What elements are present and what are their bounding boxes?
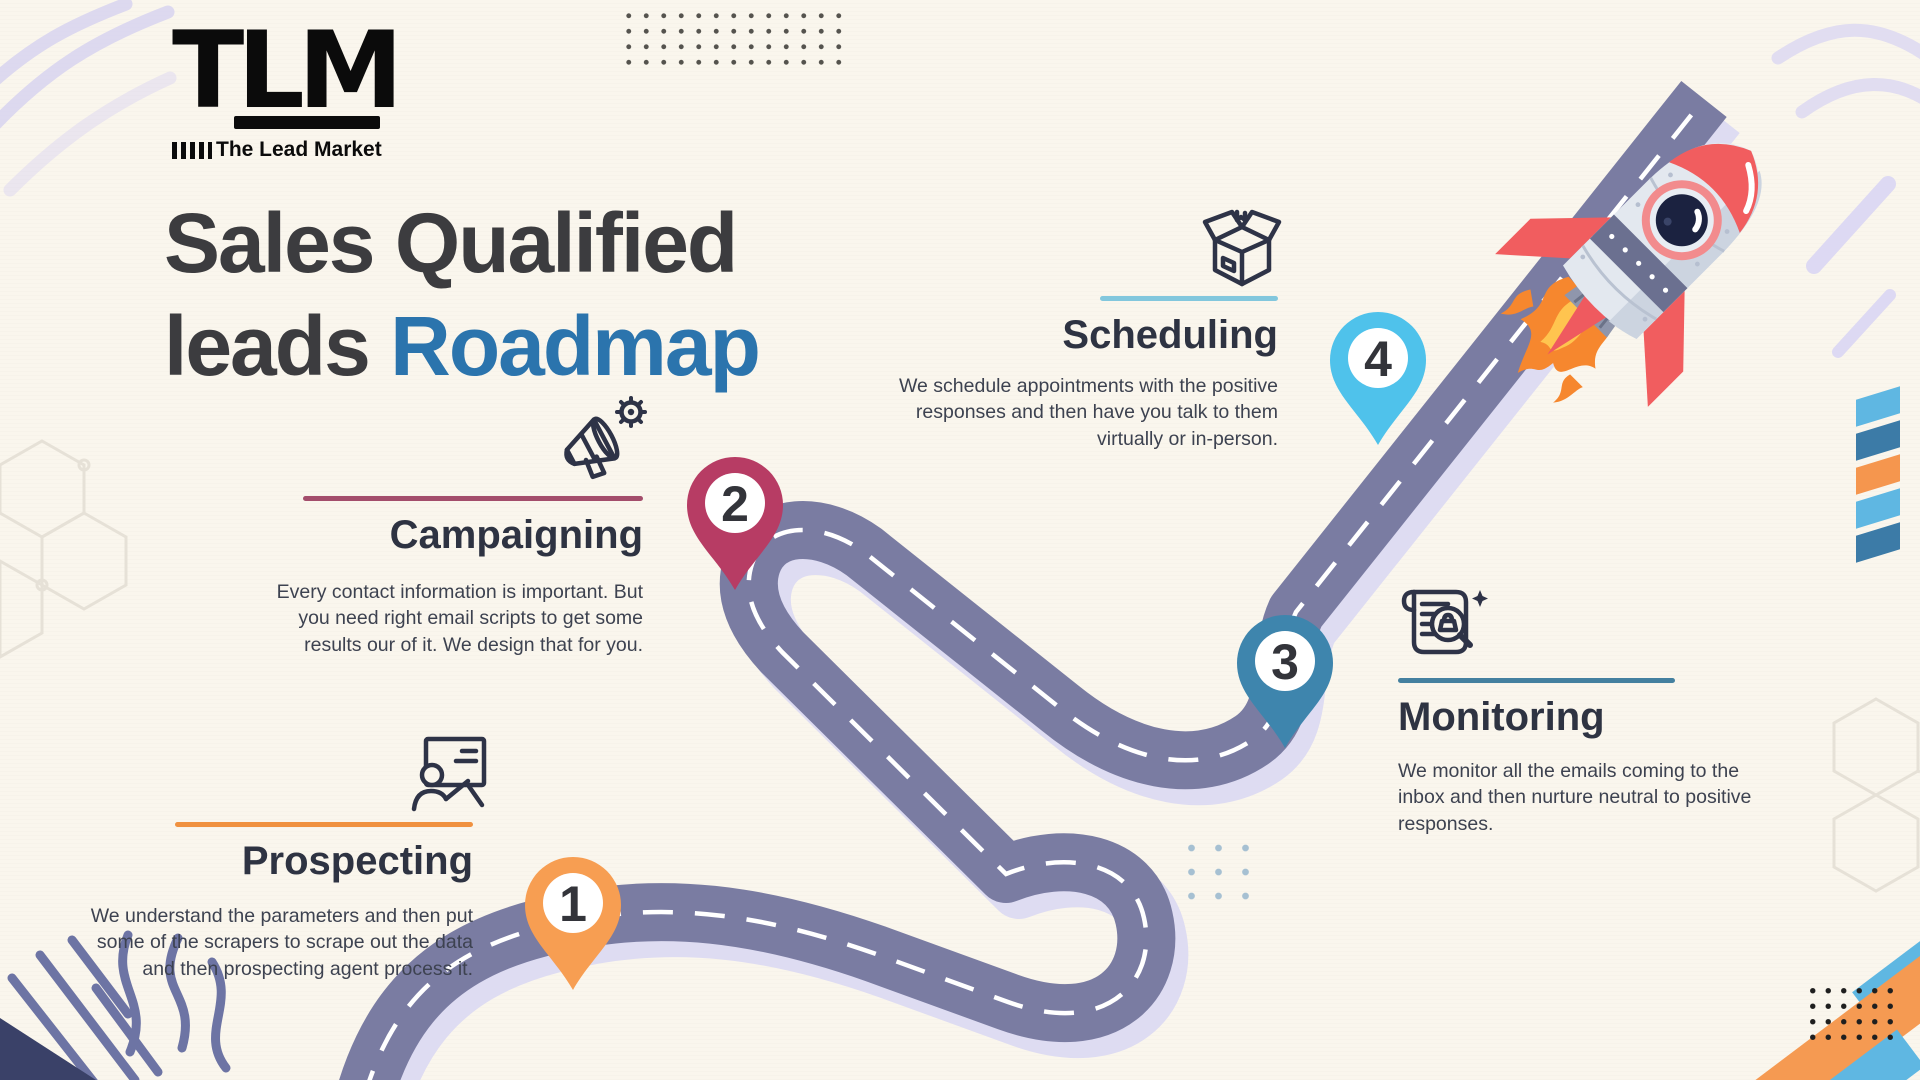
prospecting-description: We understand the parameters and then pu… xyxy=(90,905,473,980)
rocket-fin-center xyxy=(1547,292,1610,355)
campaigning-accent-line xyxy=(303,496,643,501)
rocket-fin-left xyxy=(1495,217,1612,259)
chevron-stripe xyxy=(1856,454,1900,495)
hexagon-pattern-left xyxy=(0,439,128,659)
campaigning-title: Campaigning xyxy=(389,513,643,557)
pin-4-number: 4 xyxy=(1364,331,1392,387)
campaigning-description: Every contact information is important. … xyxy=(276,581,643,656)
logo-tagline: The Lead Market xyxy=(216,138,382,161)
page-title-accent: Roadmap xyxy=(390,299,761,394)
monitoring-title: Monitoring xyxy=(1398,695,1605,739)
scheduling-title: Scheduling xyxy=(1062,313,1278,357)
monitoring-accent-line xyxy=(1398,678,1675,683)
rocket-nose-cone xyxy=(1669,143,1759,233)
chevron-stripe xyxy=(1856,488,1900,529)
prospecting-accent-line xyxy=(175,822,473,827)
scheduling-accent-line xyxy=(1100,296,1278,301)
presentation-icon xyxy=(398,733,490,822)
dot-grid-bottom-right-decoration xyxy=(1805,983,1897,1047)
map-pin-3: 3 xyxy=(1237,615,1333,748)
hexagon-pattern-right xyxy=(1832,697,1920,893)
scroll-search-icon xyxy=(1392,584,1488,671)
page-title-line1: Sales Qualified xyxy=(164,196,738,290)
dot-grid-blue-decoration xyxy=(1178,836,1264,910)
map-pin-2: 2 xyxy=(687,457,783,590)
page-title-line2: leads Roadmap xyxy=(164,299,761,394)
pin-3-number: 3 xyxy=(1271,634,1299,690)
map-pin-1: 1 xyxy=(525,857,621,990)
scribble-top-right-decoration xyxy=(1771,23,1920,119)
page-title: Sales Qualified leads Roadmap xyxy=(164,192,884,399)
chevron-stripe xyxy=(1856,420,1900,461)
scribble-top-left-decoration xyxy=(0,0,177,197)
scheduling-description: We schedule appointments with the positi… xyxy=(898,375,1278,450)
logo-acronym: TLM xyxy=(172,9,403,132)
prospecting-title: Prospecting xyxy=(241,839,473,883)
logo-underbar xyxy=(234,116,380,129)
dot-grid-top-decoration xyxy=(620,8,846,70)
chevron-stripe xyxy=(1856,522,1900,563)
rocket-fin-right xyxy=(1643,290,1685,407)
map-pin-4: 4 xyxy=(1330,312,1426,445)
rocket-porthole xyxy=(1641,180,1722,261)
pin-2-number: 2 xyxy=(721,476,749,532)
megaphone-gear-icon xyxy=(552,396,652,493)
chevron-stripe xyxy=(1856,386,1900,427)
chevron-stripes-decoration xyxy=(1856,386,1900,563)
open-package-icon xyxy=(1198,198,1286,299)
rocket-illustration xyxy=(1495,143,1762,407)
corner-wedge-bottom-left xyxy=(0,1018,96,1080)
scribble-bottom-left-decoration xyxy=(7,930,231,1080)
monitoring-description: We monitor all the emails coming to the … xyxy=(1398,760,1752,835)
company-logo: TLM The Lead Market xyxy=(168,9,403,176)
pin-1-number: 1 xyxy=(559,876,587,932)
logo-bars-icon xyxy=(172,141,212,159)
